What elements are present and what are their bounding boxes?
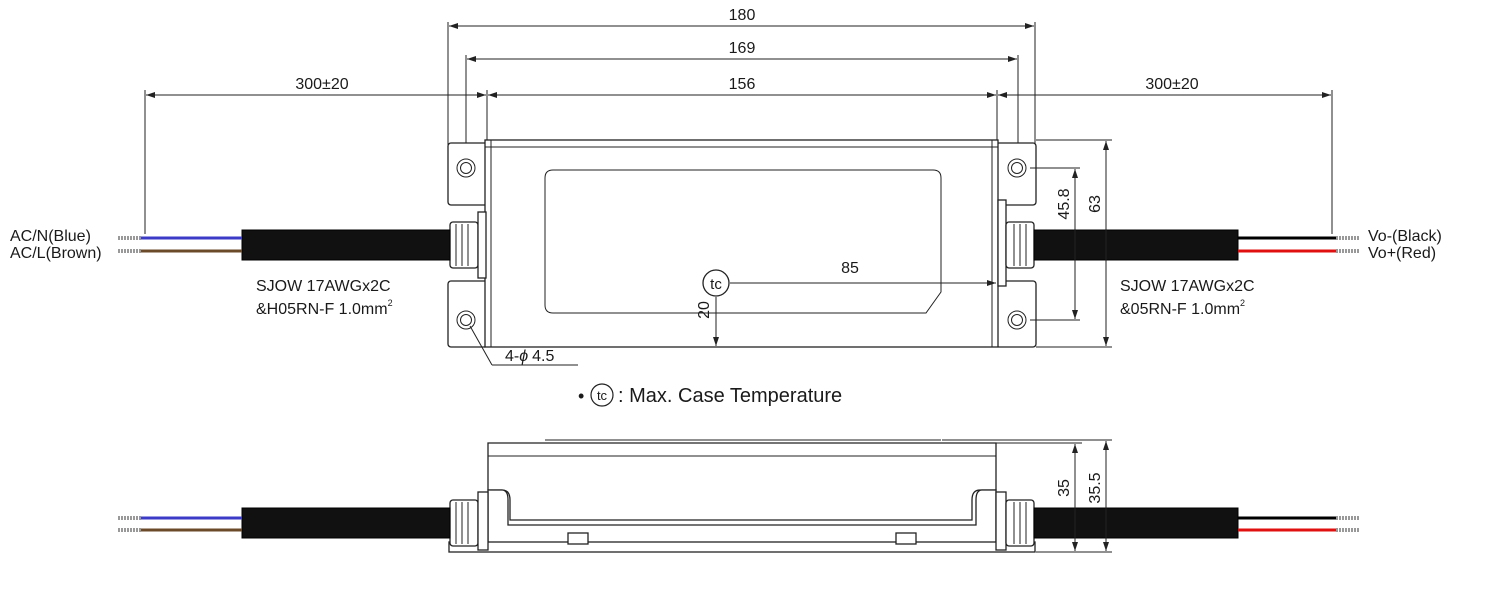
- dim-tc-y-label: 20: [696, 301, 713, 319]
- side-strain-relief-right: [995, 491, 1035, 551]
- input-cable: [118, 229, 451, 261]
- strain-relief-left: [449, 211, 487, 279]
- tc-legend-icon: [590, 383, 614, 407]
- output-negative-label: Vo-(Black): [1368, 228, 1442, 245]
- input-neutral-label: AC/N(Blue): [10, 228, 91, 245]
- mount-hole-icon: [1007, 158, 1027, 178]
- input-cable-spec-2: &H05RN-F 1.0mm2: [256, 298, 393, 318]
- output-positive-label: Vo+(Red): [1368, 245, 1436, 262]
- dim-tc-x-label: 85: [841, 260, 859, 277]
- tc-symbol-label: tc: [710, 276, 722, 293]
- dim-right-lead-label: 300±20: [1145, 76, 1198, 93]
- dim-height-total: 35.5: [942, 439, 1112, 551]
- output-cable-spec-2: &05RN-F 1.0mm2: [1120, 298, 1245, 318]
- mount-hole-icon: [456, 310, 476, 330]
- dim-height-label: 35: [1056, 479, 1073, 497]
- dim-left-lead: 300±20: [146, 76, 486, 98]
- dim-width-label: 63: [1087, 195, 1104, 213]
- input-line-label: AC/L(Brown): [10, 245, 102, 262]
- dim-right-lead: 300±20: [998, 76, 1331, 98]
- dim-overall-length-label: 180: [729, 7, 756, 24]
- side-strain-relief-left: [449, 491, 489, 551]
- legend-text: : Max. Case Temperature: [618, 385, 842, 407]
- legend: • tc : Max. Case Temperature: [578, 383, 842, 407]
- dim-case-length-label: 156: [729, 76, 756, 93]
- tc-icon: [702, 269, 730, 297]
- legend-bullet: •: [578, 386, 584, 406]
- dim-height-total-label: 35.5: [1087, 472, 1104, 503]
- strain-relief-right: [997, 199, 1035, 287]
- dim-width: 63: [1036, 139, 1112, 348]
- mount-hole-icon: [1007, 310, 1027, 330]
- dim-mount-spacing: 169: [467, 40, 1017, 62]
- case-body-top: [484, 139, 999, 348]
- latch-right: [895, 532, 917, 545]
- mount-hole-icon: [456, 158, 476, 178]
- tc-legend-symbol: tc: [597, 388, 608, 403]
- dim-left-lead-label: 300±20: [295, 76, 348, 93]
- top-view: 180 169 156 300±20 300±20: [10, 7, 1442, 366]
- dim-height: 35: [996, 442, 1112, 553]
- latch-left: [567, 532, 589, 545]
- dim-case-length: 156: [488, 76, 996, 98]
- dim-mount-vertical: 45.8: [1030, 167, 1080, 321]
- dim-overall-length: 180: [449, 7, 1034, 29]
- output-cable: [1033, 229, 1360, 261]
- tc-point: tc 85 20: [696, 260, 996, 346]
- side-view: 35 35.5: [118, 439, 1360, 553]
- output-cable-spec-1: SJOW 17AWGx2C: [1120, 278, 1255, 295]
- dim-mount-vertical-label: 45.8: [1056, 188, 1073, 219]
- mount-flanges: [447, 142, 1037, 348]
- dim-mount-spacing-label: 169: [729, 40, 756, 57]
- input-cable-spec-1: SJOW 17AWGx2C: [256, 278, 391, 295]
